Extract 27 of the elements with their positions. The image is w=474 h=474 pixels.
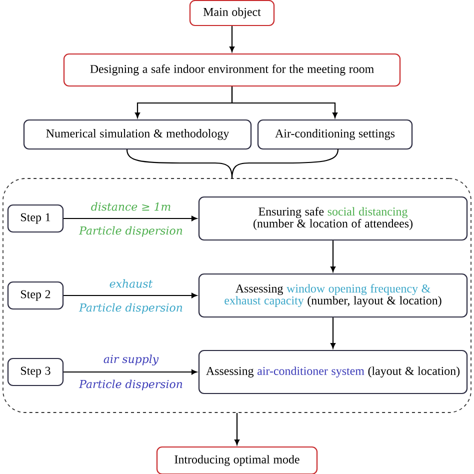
- process-box: Air-conditioning settings: [257, 119, 413, 150]
- main-step-box: Designing a safe indoor environment for the meeting room: [63, 53, 401, 87]
- arrow: [64, 216, 197, 222]
- process-box: Numerical simulation & methodology: [23, 119, 252, 150]
- note-label: Particle dispersion: [78, 226, 182, 237]
- process-box: Ensuring safe social distancing (number & location of attendees): [198, 196, 468, 241]
- step-box: Step 3: [7, 358, 64, 386]
- arrow: [330, 240, 336, 272]
- arrow: [229, 26, 235, 52]
- edge-label: air supply: [104, 354, 159, 366]
- main-step-box: Introducing optimal mode: [156, 446, 318, 474]
- arrow: [64, 292, 197, 298]
- arrow: [330, 318, 336, 348]
- process-box: Assessing air-conditioner system (layout & location): [198, 350, 468, 394]
- note-label: Particle dispersion: [78, 303, 182, 314]
- step-box: Step 1: [7, 204, 64, 233]
- edge-label: distance ≥ 1m: [91, 202, 170, 211]
- note-label: Particle dispersion: [78, 380, 182, 390]
- main-step-box: Main object: [189, 0, 275, 26]
- step-box: Step 2: [7, 281, 64, 310]
- arrow: [231, 86, 338, 118]
- arrow: [64, 369, 197, 375]
- process-box: Assessing window opening frequency & exhaust capacity (number, layout & location): [198, 273, 468, 318]
- arrow: [234, 412, 240, 446]
- dashed-frame: [2, 178, 472, 413]
- brace: [231, 148, 339, 179]
- edge-label: exhaust: [110, 279, 153, 288]
